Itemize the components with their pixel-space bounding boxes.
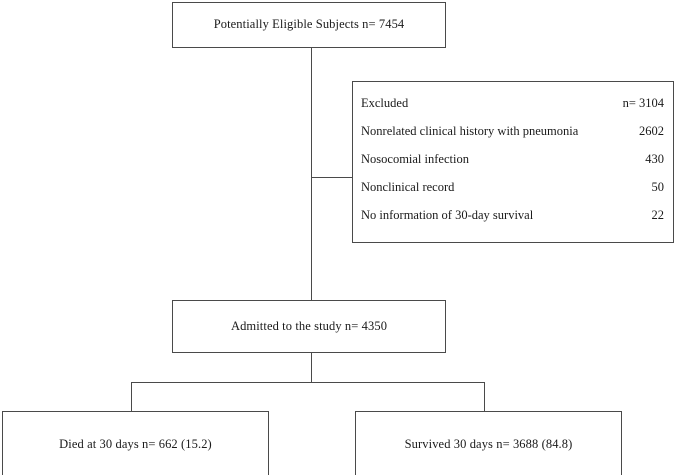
excluded-reason-label-3: No information of 30-day survival xyxy=(361,207,534,222)
node-label-admitted: Admitted to the study n= 4350 xyxy=(230,318,388,333)
table-row: Nosocomial infection 430 xyxy=(361,145,664,173)
table-row: Nonrelated clinical history with pneumon… xyxy=(361,117,664,145)
connector-admitted-stem xyxy=(311,353,312,382)
excluded-reason-value-0: 2602 xyxy=(639,123,664,138)
node-potentially-eligible-subjects: Potentially Eligible Subjects n= 7454 xyxy=(172,2,446,48)
connector-to-died xyxy=(131,382,132,411)
excluded-reason-value-1: 430 xyxy=(645,151,664,166)
node-label-survived: Survived 30 days n= 3688 (84.8) xyxy=(404,437,573,452)
node-excluded: Excluded n= 3104 Nonrelated clinical his… xyxy=(352,81,674,243)
connector-eligible-to-admitted xyxy=(311,48,312,300)
excluded-total-value: n= 3104 xyxy=(622,95,664,110)
excluded-reason-value-2: 50 xyxy=(651,179,665,194)
node-label-eligible: Potentially Eligible Subjects n= 7454 xyxy=(213,17,405,32)
excluded-reason-value-3: 22 xyxy=(651,207,665,222)
excluded-reason-label-2: Nonclinical record xyxy=(361,179,455,194)
table-row: Excluded n= 3104 xyxy=(361,89,664,117)
connector-outcome-crossbar xyxy=(131,382,485,383)
table-row: No information of 30-day survival 22 xyxy=(361,201,664,229)
excluded-title: Excluded xyxy=(361,95,409,110)
node-survived-30-days: Survived 30 days n= 3688 (84.8) xyxy=(355,411,622,475)
connector-to-survived xyxy=(484,382,485,411)
table-row: Nonclinical record 50 xyxy=(361,173,664,201)
node-died-30-days: Died at 30 days n= 662 (15.2) xyxy=(2,411,269,475)
excluded-reasons-table: Excluded n= 3104 Nonrelated clinical his… xyxy=(361,89,664,229)
connector-trunk-to-excluded xyxy=(311,177,352,178)
excluded-reason-label-1: Nosocomial infection xyxy=(361,151,469,166)
node-label-died: Died at 30 days n= 662 (15.2) xyxy=(59,437,212,452)
node-admitted-to-study: Admitted to the study n= 4350 xyxy=(172,300,446,353)
excluded-reason-label-0: Nonrelated clinical history with pneumon… xyxy=(361,123,579,138)
